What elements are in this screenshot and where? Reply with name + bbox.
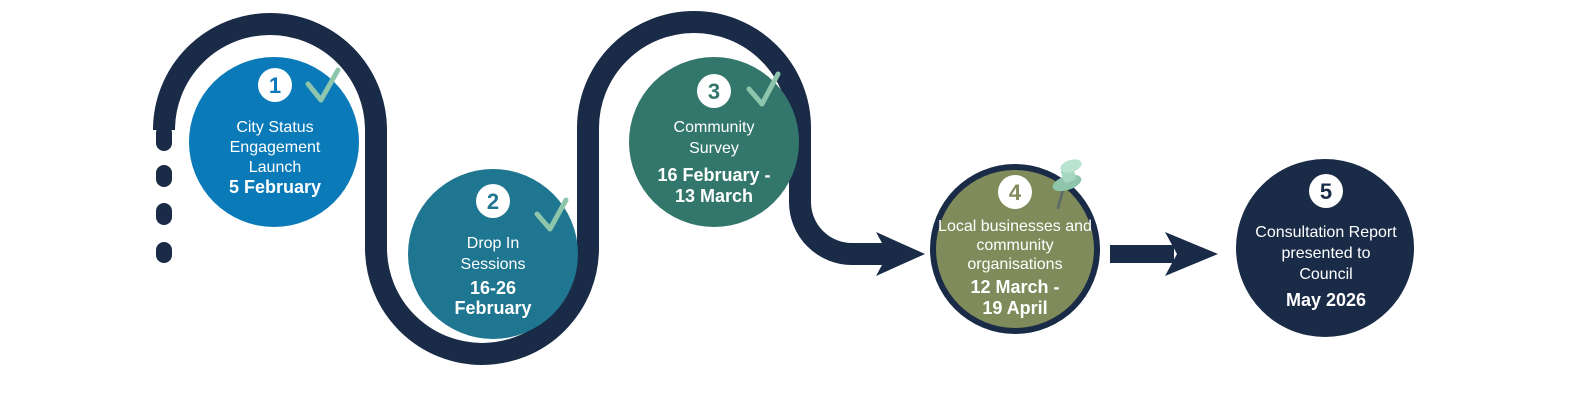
- check-icon: [305, 67, 341, 103]
- step-5-label: Consultation Report: [1255, 224, 1397, 241]
- arrow-right-icon: [876, 232, 925, 276]
- step-4-label: organisations: [967, 256, 1062, 273]
- step-1-label: Engagement: [230, 139, 321, 156]
- step-2-date: 16-26: [470, 278, 516, 298]
- step-3-label: Community: [674, 119, 755, 136]
- step-2-date: February: [454, 298, 531, 318]
- step-number-badge: [258, 68, 292, 102]
- pushpin-icon: [1052, 159, 1082, 210]
- step-5-circle: [1236, 159, 1414, 337]
- step-3: 3 Community Survey 16 February - 13 Marc…: [629, 57, 799, 227]
- step-4-date: 12 March -: [970, 277, 1059, 297]
- check-icon: [746, 71, 781, 107]
- step-4-number: 4: [1009, 180, 1022, 205]
- track-start-dashes: [156, 125, 172, 263]
- step-5-label: Council: [1299, 266, 1352, 283]
- step-1-label: Launch: [249, 159, 302, 176]
- step-4-label: community: [976, 237, 1053, 254]
- step-4-label: Local businesses and: [938, 218, 1092, 235]
- step-1-circle: [189, 57, 359, 227]
- step-number-badge: [1309, 174, 1343, 208]
- step-number-badge: [998, 175, 1032, 209]
- step-1: 1 City Status Engagement Launch 5 Februa…: [189, 57, 359, 227]
- step-2-label: Sessions: [461, 256, 526, 273]
- step-number-badge: [476, 184, 510, 218]
- step-2: 2 Drop In Sessions 16-26 February: [408, 169, 578, 339]
- step-2-label: Drop In: [467, 235, 519, 252]
- step-3-label: Survey: [689, 140, 739, 157]
- step-4: 4 Local businesses and community organis…: [930, 159, 1100, 334]
- step-1-number: 1: [269, 73, 281, 98]
- step-5-number: 5: [1320, 179, 1332, 204]
- step-1-label: City Status: [236, 119, 313, 136]
- check-icon: [534, 197, 569, 232]
- step-4-date: 19 April: [982, 298, 1047, 318]
- step-1-date: 5 February: [229, 177, 321, 197]
- step-5-date: May 2026: [1286, 290, 1366, 310]
- step-2-circle: [408, 169, 578, 339]
- winding-track: [153, 11, 888, 365]
- step-3-date: 16 February -: [657, 165, 770, 185]
- step-4-circle: [936, 170, 1094, 328]
- step-5: 5 Consultation Report presented to Counc…: [1236, 159, 1414, 337]
- arrow-right-icon: [1110, 232, 1218, 276]
- step-2-number: 2: [487, 189, 499, 214]
- step-3-number: 3: [708, 79, 720, 104]
- step-3-date: 13 March: [675, 186, 753, 206]
- step-5-label: presented to: [1282, 245, 1371, 262]
- step-number-badge: [697, 74, 731, 108]
